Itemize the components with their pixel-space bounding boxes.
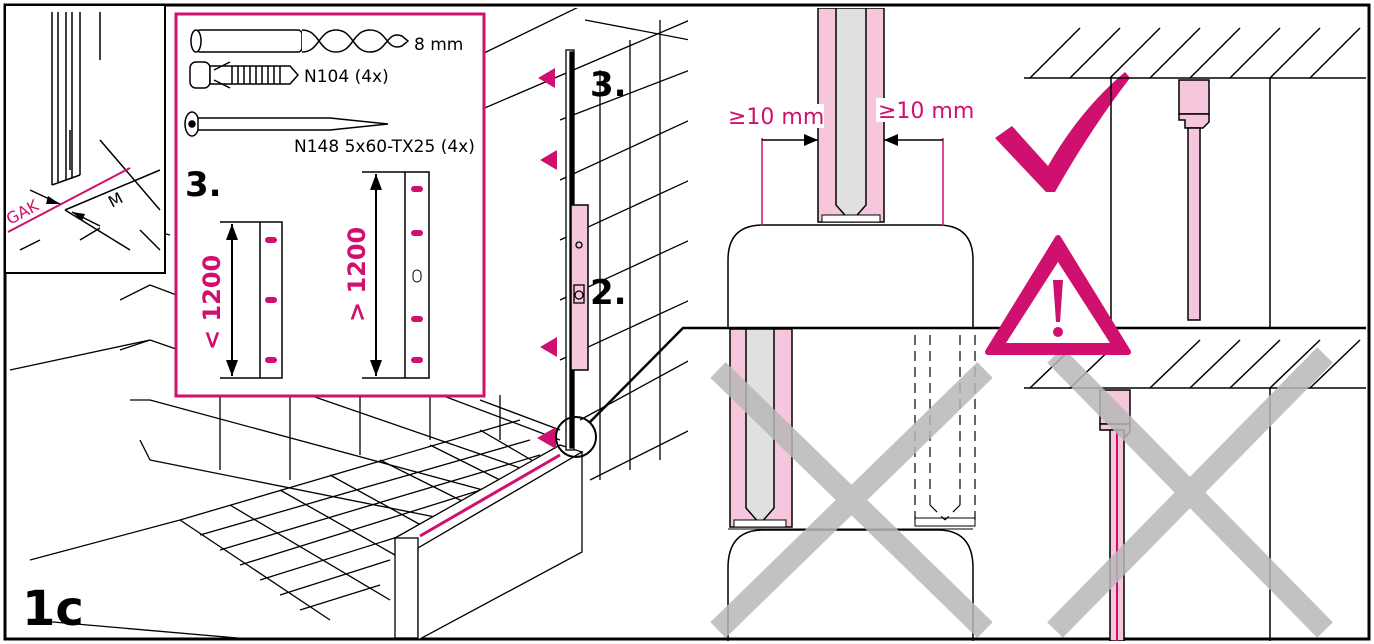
short-rail-label: < 1200 xyxy=(198,255,226,350)
threshold-block xyxy=(393,444,584,640)
floor-grid xyxy=(179,419,546,621)
parts-step-label: 3. xyxy=(185,165,222,205)
wall-rail xyxy=(565,49,589,451)
check-icon xyxy=(995,72,1130,192)
screw-icon xyxy=(184,111,389,137)
cross-icon xyxy=(1047,347,1333,638)
parts-box: 8 mm N104 (4x) N148 5x60-TX25 (4x) 3. xyxy=(174,12,486,398)
drill-marker xyxy=(537,427,556,449)
left-gap-label: ≥10 mm xyxy=(728,105,824,130)
cross-icon xyxy=(710,362,993,638)
right-wall-tiles xyxy=(479,8,688,481)
wall-plug-icon xyxy=(189,61,300,89)
plug-label: N104 (4x) xyxy=(304,67,389,87)
detail-wrong xyxy=(710,329,1366,641)
figure-step-label: 1c xyxy=(22,581,84,637)
inset-panel: GAK M xyxy=(3,4,166,274)
drill-label: 8 mm xyxy=(414,35,463,55)
screw-label: N148 5x60-TX25 (4x) xyxy=(294,137,475,157)
drill-marker xyxy=(538,68,555,88)
warning-triangle-icon xyxy=(985,235,1131,355)
long-rail-label: > 1200 xyxy=(343,227,371,322)
detail-correct: ≥10 mm ≥10 mm xyxy=(726,8,1366,328)
right-gap-label: ≥10 mm xyxy=(878,99,974,124)
short-rail-diagram xyxy=(220,221,283,379)
outer-frame xyxy=(3,3,1371,641)
long-rail-diagram xyxy=(362,171,430,379)
drill-marker xyxy=(540,150,557,170)
drill-bit-icon xyxy=(190,29,410,53)
detail-circle xyxy=(555,416,597,458)
install-step2-label: 2. xyxy=(590,273,627,313)
drill-marker xyxy=(540,337,557,357)
install-step3-label: 3. xyxy=(590,65,627,105)
callout-line xyxy=(589,326,1366,423)
